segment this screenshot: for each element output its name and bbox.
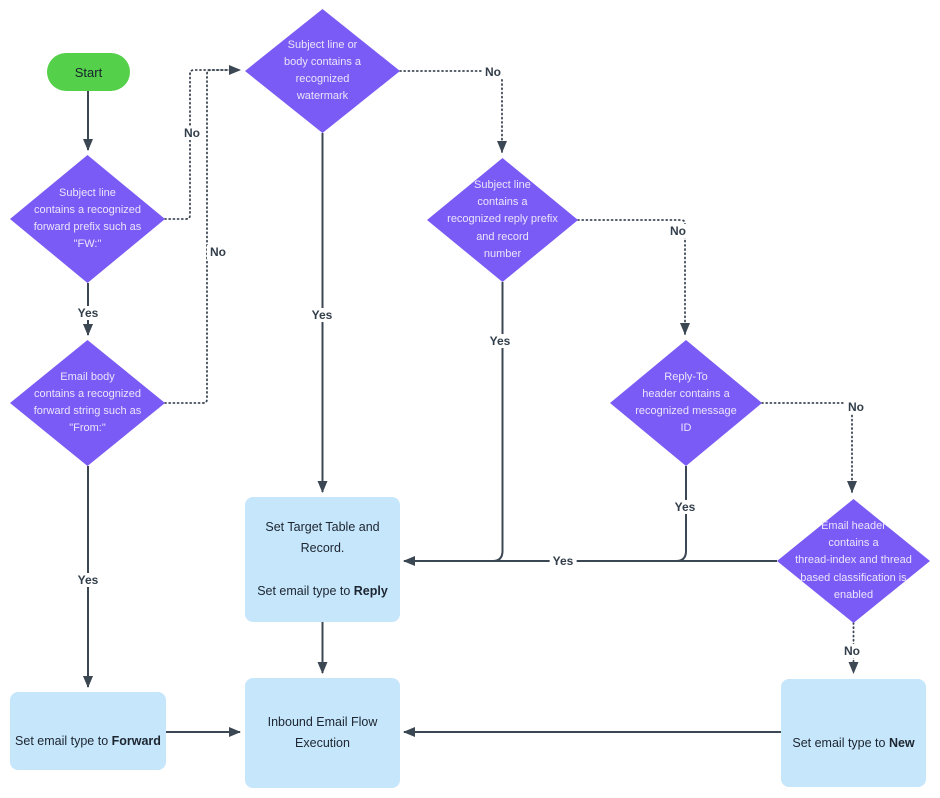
decision-forward-prefix-label: Subject line contains a recognized forwa… xyxy=(33,186,142,251)
edge-label-reply-to-no: No xyxy=(845,400,867,414)
edge-reply-prefix-no xyxy=(577,219,690,335)
process-inbound-flow: Inbound Email Flow Execution xyxy=(245,678,400,788)
process-set-reply-label: Set Target Table and Record. Set email t… xyxy=(257,520,388,598)
decision-forward-string: Email body contains a recognized forward… xyxy=(10,340,165,466)
process-set-forward: Set email type to Forward xyxy=(10,692,166,770)
edge-label-reply-to-yes: Yes xyxy=(671,500,699,514)
edge-label-forward-prefix-no: No xyxy=(181,126,203,140)
edge-label-watermark-no: No xyxy=(482,65,504,79)
decision-watermark-label: Subject line or body contains a recogniz… xyxy=(283,38,362,103)
edge-reply-prefix-yes-merge xyxy=(492,282,504,562)
edge-label-forward-string-yes: Yes xyxy=(74,573,102,587)
decision-thread-index-label: Email header contains a thread-index and… xyxy=(795,520,912,601)
decision-reply-prefix-label: Subject line contains a recognized reply… xyxy=(447,179,558,260)
edge-label-thread-index-no: No xyxy=(841,644,863,658)
edge-label-reply-prefix-yes: Yes xyxy=(486,334,514,348)
process-set-new: Set email type to New xyxy=(781,679,926,787)
decision-reply-to: Reply-To header contains a recognized me… xyxy=(610,340,762,466)
edge-label-forward-prefix-yes: Yes xyxy=(74,306,102,320)
decision-forward-prefix: Subject line contains a recognized forwa… xyxy=(10,155,165,283)
edge-forward-prefix-no xyxy=(164,65,241,220)
decision-watermark: Subject line or body contains a recogniz… xyxy=(245,9,400,133)
start-node: Start xyxy=(47,53,130,91)
edge-label-forward-string-no: No xyxy=(207,245,229,259)
edge-reply-to-no xyxy=(761,402,857,493)
decision-forward-string-label: Email body contains a recognized forward… xyxy=(33,370,142,435)
process-set-new-label: Set email type to New xyxy=(792,736,915,750)
edge-forward-string-no xyxy=(164,69,235,404)
start-node-label: Start xyxy=(74,64,103,80)
decision-thread-index: Email header contains a thread-index and… xyxy=(777,499,930,623)
process-inbound-flow-label: Inbound Email Flow Execution xyxy=(267,714,378,750)
edge-label-thread-index-yes: Yes xyxy=(549,554,577,568)
edge-watermark-no xyxy=(399,70,507,153)
edge-reply-to-yes-merge xyxy=(675,466,687,562)
process-set-forward-label: Set email type to Forward xyxy=(15,734,161,748)
edge-label-watermark-yes: Yes xyxy=(308,308,336,322)
process-set-reply: Set Target Table and Record. Set email t… xyxy=(245,497,400,622)
decision-reply-prefix: Subject line contains a recognized reply… xyxy=(427,158,578,282)
edge-label-reply-prefix-no: No xyxy=(667,224,689,238)
decision-reply-to-label: Reply-To header contains a recognized me… xyxy=(635,370,737,435)
